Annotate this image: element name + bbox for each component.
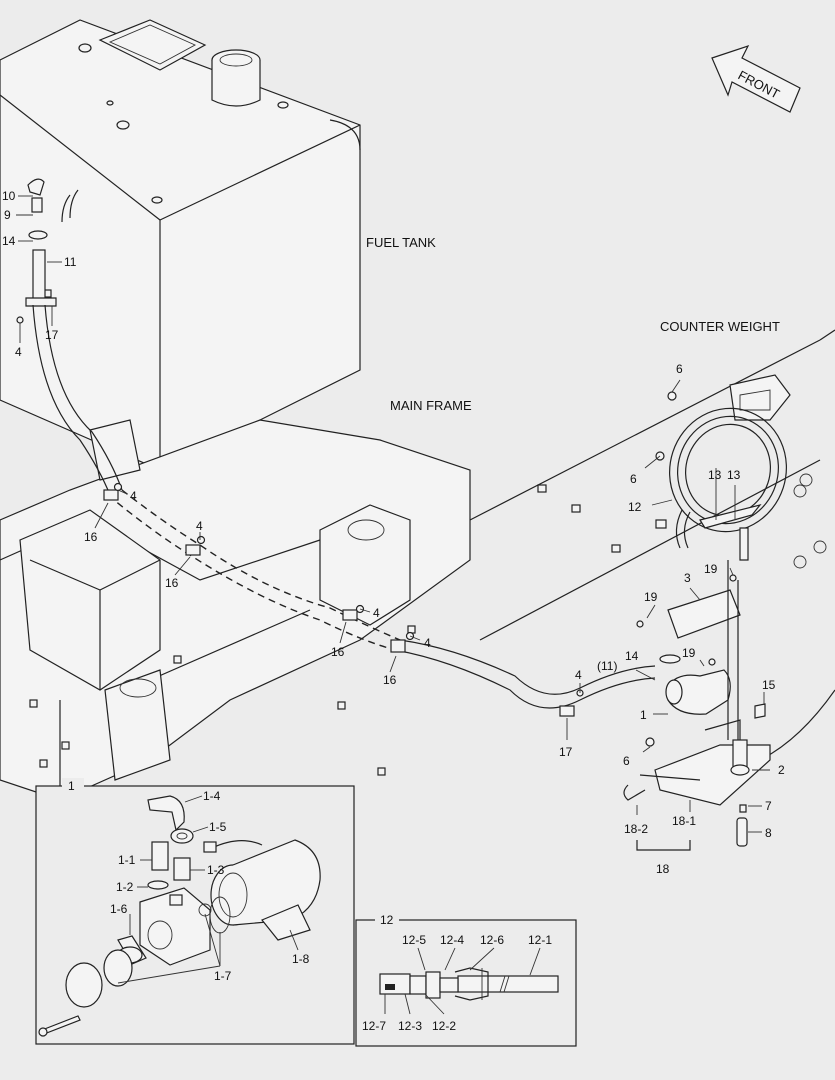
callout: 19	[644, 590, 658, 604]
pump-detail-inset: 1	[35, 778, 355, 1045]
callout: 16	[331, 645, 345, 659]
callout: 14	[2, 234, 16, 248]
leader-lines	[16, 195, 770, 833]
part-label: 12-3	[398, 1019, 422, 1033]
callout: 6	[630, 472, 637, 486]
inset-title: 1	[68, 779, 75, 793]
callout: 4	[196, 519, 203, 533]
main-frame	[0, 289, 471, 801]
main-frame-label: MAIN FRAME	[390, 398, 472, 413]
callout: 18	[656, 862, 670, 876]
callout: 10	[2, 189, 16, 203]
callout: 4	[575, 668, 582, 682]
counter-weight	[469, 329, 835, 761]
fuel-tank	[0, 19, 361, 471]
part-label: 1-7	[214, 969, 232, 983]
part-label: 1-3	[207, 863, 225, 877]
callout: 16	[383, 673, 397, 687]
part-label: 1-4	[203, 789, 221, 803]
callout: 7	[765, 799, 772, 813]
callout: 4	[130, 489, 137, 503]
callout: 17	[45, 328, 59, 342]
callout: 16	[165, 576, 179, 590]
callout: 13	[708, 468, 722, 482]
part-label: 1-2	[116, 880, 134, 894]
callout: 19	[682, 646, 696, 660]
part-label: 1-1	[118, 853, 136, 867]
callout: 1	[640, 708, 647, 722]
part-label: 12-7	[362, 1019, 386, 1033]
callout: 8	[765, 826, 772, 840]
callout: 6	[676, 362, 683, 376]
callout: 18-1	[672, 814, 696, 828]
callout: 17	[559, 745, 573, 759]
callout: 15	[762, 678, 776, 692]
part-label: 12-6	[480, 933, 504, 947]
fuel-hose	[16, 178, 656, 717]
callout: 12	[628, 500, 642, 514]
coiled-hose	[655, 391, 787, 561]
part-label: 12-4	[440, 933, 464, 947]
part-label: 1-5	[209, 820, 227, 834]
callout: 9	[4, 208, 11, 222]
callout: 16	[84, 530, 98, 544]
callout: (11)	[597, 659, 617, 673]
callout: 11	[64, 255, 77, 269]
callout: 18-2	[624, 822, 648, 836]
pump-assembly	[623, 560, 771, 851]
counter-weight-label: COUNTER WEIGHT	[660, 319, 780, 334]
callout: 2	[778, 763, 785, 777]
callout: 6	[623, 754, 630, 768]
part-label: 1-8	[292, 952, 310, 966]
callout: 14	[625, 649, 639, 663]
callout: 19	[704, 562, 718, 576]
fuel-tank-label: FUEL TANK	[366, 235, 436, 250]
front-arrow-icon	[711, 44, 801, 113]
hose-detail-inset: 12 12-5 12-4 12-6 12-1 12-7 12-3 12-2	[355, 912, 577, 1047]
inset-title: 12	[380, 913, 394, 927]
callout-labels: 10 9 14 11 17 4 4 16 4 16 4 16 4 16 6 6 …	[2, 189, 785, 876]
part-label: 1-6	[110, 902, 128, 916]
callout: 4	[424, 636, 431, 650]
callout: 13	[727, 468, 741, 482]
part-label: 12-1	[528, 933, 552, 947]
callout: 4	[15, 345, 22, 359]
callout: 4	[373, 606, 380, 620]
callout: 3	[684, 571, 691, 585]
part-label: 12-2	[432, 1019, 456, 1033]
part-label: 12-5	[402, 933, 426, 947]
